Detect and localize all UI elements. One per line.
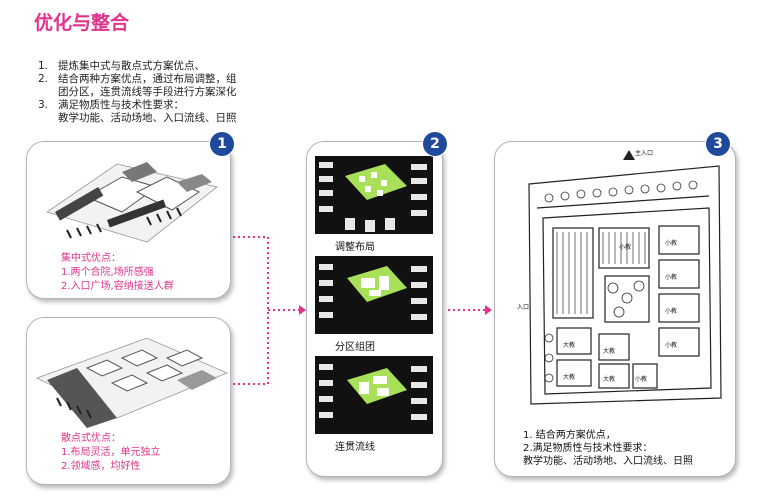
scattered-advantages: 散点式优点： 1.布局灵活，单元独立 2.领域感，均好性 (61, 432, 161, 474)
intro-list: 1. 提炼集中式与散点式方案优点、 2. 结合两种方案优点，通过布局调整，组 团分区… (38, 60, 237, 125)
scattered-model-image (35, 337, 229, 428)
centralized-point: 1.两个合院,场所感强 (61, 267, 154, 278)
caption-zoning-group: 分区组团 (335, 342, 375, 353)
note-line: 1. 结合两方案优点， (523, 430, 616, 441)
panel-3-notes: 1. 结合两方案优点， 2.满足物质性与技术性要求： 教学功能、活动场地、入口流… (523, 429, 693, 468)
sketch-label-entrance: 主入口 (635, 150, 654, 157)
connector-bottom (228, 310, 269, 385)
sketch-room-label: 大教 (603, 376, 616, 383)
intro-text: 结合两种方案优点，通过布局调整，组 (58, 73, 237, 85)
page-title: 优化与整合 (34, 12, 130, 34)
caption-circulation: 连贯流线 (335, 442, 375, 453)
circulation-image (315, 356, 433, 434)
sketch-label-side-entry: 入口 (517, 304, 530, 311)
sketch-room-label: 大教 (563, 342, 576, 349)
connector-top (228, 236, 269, 310)
panel-1-top-card: 集中式优点： 1.两个合院,场所感强 2.入口广场,容纳接送人群 (26, 141, 231, 299)
intro-num: 1. (38, 60, 49, 72)
badge-3: 3 (706, 132, 730, 156)
centralized-point: 2.入口广场,容纳接送人群 (61, 281, 174, 292)
scattered-point: 2.领域感，均好性 (61, 461, 141, 472)
badge-1: 1 (210, 132, 234, 156)
intro-item: 3. 满足物质性与技术性要求： (38, 99, 237, 112)
sketch-room-label: 小教 (665, 274, 678, 281)
sketch-room-label: 小教 (665, 308, 678, 315)
badge-2: 2 (423, 132, 447, 156)
panel-2-card: 调整布局 分区组团 连贯流线 (306, 141, 443, 477)
plan-sketch-image (528, 150, 722, 405)
intro-item: 2. 结合两种方案优点，通过布局调整，组 (38, 73, 237, 86)
panel-1-bottom-card: 散点式优点： 1.布局灵活，单元独立 2.领域感，均好性 (26, 317, 231, 485)
arrowhead-1 (299, 305, 306, 315)
intro-num: 3. (38, 99, 49, 111)
centralized-model-image (46, 162, 218, 243)
entrance-marker-icon (623, 150, 635, 160)
sketch-room-label: 小教 (635, 376, 648, 383)
intro-text: 满足物质性与技术性要求： (58, 99, 184, 111)
zoning-group-image (315, 256, 433, 334)
sketch-room-label: 小教 (665, 342, 678, 349)
note-line: 教学功能、活动场地、入口流线、日照 (523, 456, 693, 467)
layout-adjust-image (315, 156, 433, 234)
scattered-point: 1.布局灵活，单元独立 (61, 447, 161, 458)
caption-layout-adjust: 调整布局 (335, 242, 375, 253)
intro-text: 提炼集中式与散点式方案优点、 (58, 60, 205, 72)
intro-text: 教学功能、活动场地、入口流线、日照 (58, 112, 237, 124)
sketch-room-label: 大教 (603, 348, 616, 355)
sketch-room-label: 大教 (563, 374, 576, 381)
intro-num: 2. (38, 73, 49, 85)
panel-3-card: 主入口 入口 小教 小教 小教 小教 大教 大教 大教 大教 小教 小教 1. … (494, 141, 736, 477)
centralized-advantages: 集中式优点： 1.两个合院,场所感强 2.入口广场,容纳接送人群 (61, 252, 174, 294)
note-line: 2.满足物质性与技术性要求： (523, 443, 653, 454)
centralized-heading: 集中式优点： (61, 253, 121, 264)
scattered-heading: 散点式优点： (61, 433, 121, 444)
arrowhead-2 (485, 305, 492, 315)
intro-text: 团分区，连贯流线等手段进行方案深化 (58, 86, 237, 98)
intro-item: 1. 提炼集中式与散点式方案优点、 (38, 60, 237, 73)
sketch-room-label: 小教 (665, 240, 678, 247)
sketch-room-label: 小教 (619, 244, 632, 251)
